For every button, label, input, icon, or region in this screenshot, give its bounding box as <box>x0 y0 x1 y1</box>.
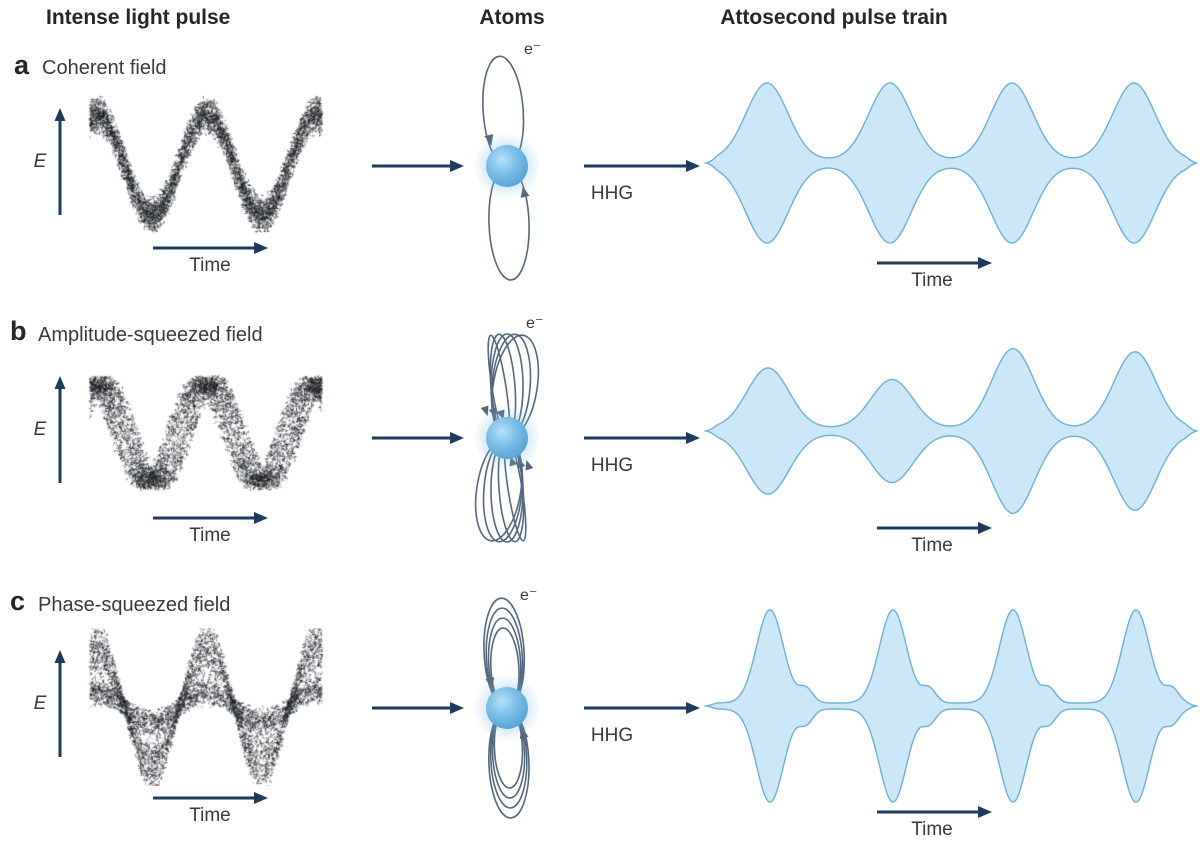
time-label-b-right: Time <box>911 536 953 555</box>
panel-letter-b: b <box>10 318 27 345</box>
time-label-a-right: Time <box>911 271 953 290</box>
row-title-b: Amplitude-squeezed field <box>38 325 263 345</box>
electron-label-c: e⁻ <box>520 588 537 604</box>
panel-letter-c: c <box>10 588 25 615</box>
hhg-label-c: HHG <box>591 726 633 745</box>
panel-letter-a: a <box>14 52 29 79</box>
row-title-c: Phase-squeezed field <box>38 595 230 615</box>
noisy-field-plot-a <box>82 86 338 244</box>
e-axis-label-c: E <box>28 694 52 713</box>
hhg-label-b: HHG <box>591 456 633 475</box>
electron-label-a: e⁻ <box>524 42 541 58</box>
noisy-field-plot-b <box>82 354 338 512</box>
time-label-c-right: Time <box>911 820 953 839</box>
time-label-c-left: Time <box>189 806 231 825</box>
column-header-attosecond-pulse-train: Attosecond pulse train <box>720 6 948 30</box>
electron-label-b: e⁻ <box>526 316 543 332</box>
row-title-a: Coherent field <box>42 58 167 78</box>
column-header-atoms: Atoms <box>479 6 544 30</box>
e-axis-label-b: E <box>28 420 52 439</box>
time-label-b-left: Time <box>189 526 231 545</box>
noisy-field-plot-c <box>82 628 338 786</box>
column-header-intense-light-pulse: Intense light pulse <box>46 6 230 30</box>
hhg-label-a: HHG <box>591 184 633 203</box>
time-label-a-left: Time <box>189 256 231 275</box>
e-axis-label-a: E <box>28 152 52 171</box>
